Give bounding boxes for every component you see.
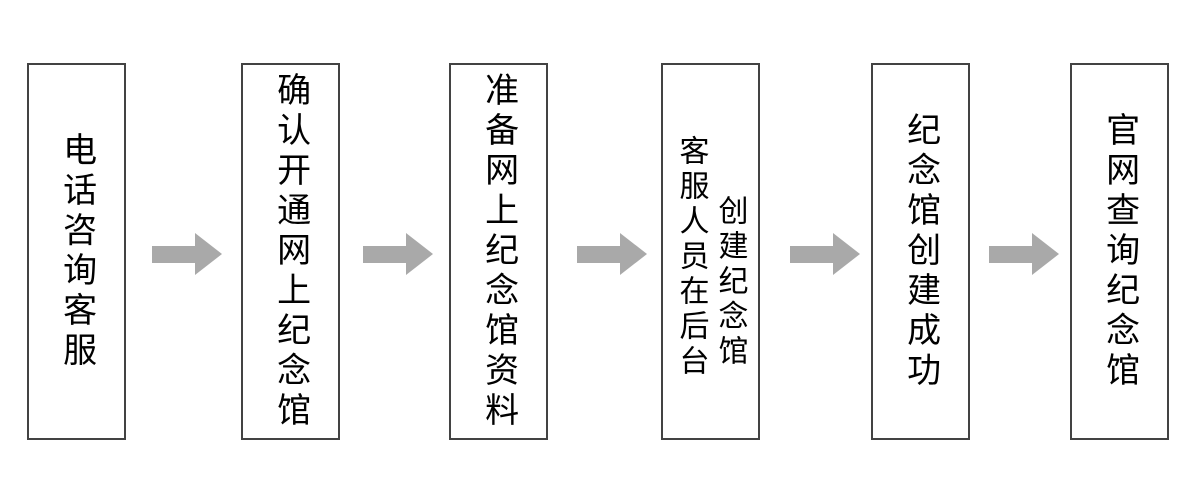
flow-node-4[interactable]: 客服人员在后台 创建纪念馆 (661, 63, 760, 440)
flow-node-2-label: 确认开通网上纪念馆 (270, 71, 311, 432)
arrow-head (833, 233, 860, 275)
flow-arrow-4-icon (790, 233, 860, 276)
flow-node-2[interactable]: 确认开通网上纪念馆 (241, 63, 340, 440)
arrow-head (195, 233, 222, 275)
arrow-head (620, 233, 647, 275)
flow-node-6-label: 官网查询纪念馆 (1099, 111, 1140, 392)
flow-arrow-1-icon (152, 233, 222, 276)
flow-node-6[interactable]: 官网查询纪念馆 (1070, 63, 1169, 440)
arrow-shaft (989, 246, 1035, 263)
arrow-shaft (152, 246, 198, 263)
flow-node-5[interactable]: 纪念馆创建成功 (871, 63, 970, 440)
flow-node-4-label-column-2: 创建纪念馆 (712, 195, 748, 370)
flow-node-3-label: 准备网上纪念馆资料 (478, 71, 519, 432)
arrow-head (406, 233, 433, 275)
arrow-shaft (577, 246, 623, 263)
flow-arrow-2-icon (363, 233, 433, 276)
flow-arrow-3-icon (577, 233, 647, 276)
flow-node-1[interactable]: 电话咨询客服 (27, 63, 126, 440)
arrow-head (1032, 233, 1059, 275)
arrow-shaft (790, 246, 836, 263)
flow-node-3[interactable]: 准备网上纪念馆资料 (449, 63, 548, 440)
flow-node-5-label: 纪念馆创建成功 (900, 111, 941, 392)
flow-node-4-label-column-1: 客服人员在后台 (673, 135, 709, 380)
flow-arrow-5-icon (989, 233, 1059, 276)
arrow-shaft (363, 246, 409, 263)
flow-node-1-label: 电话咨询客服 (56, 131, 97, 372)
